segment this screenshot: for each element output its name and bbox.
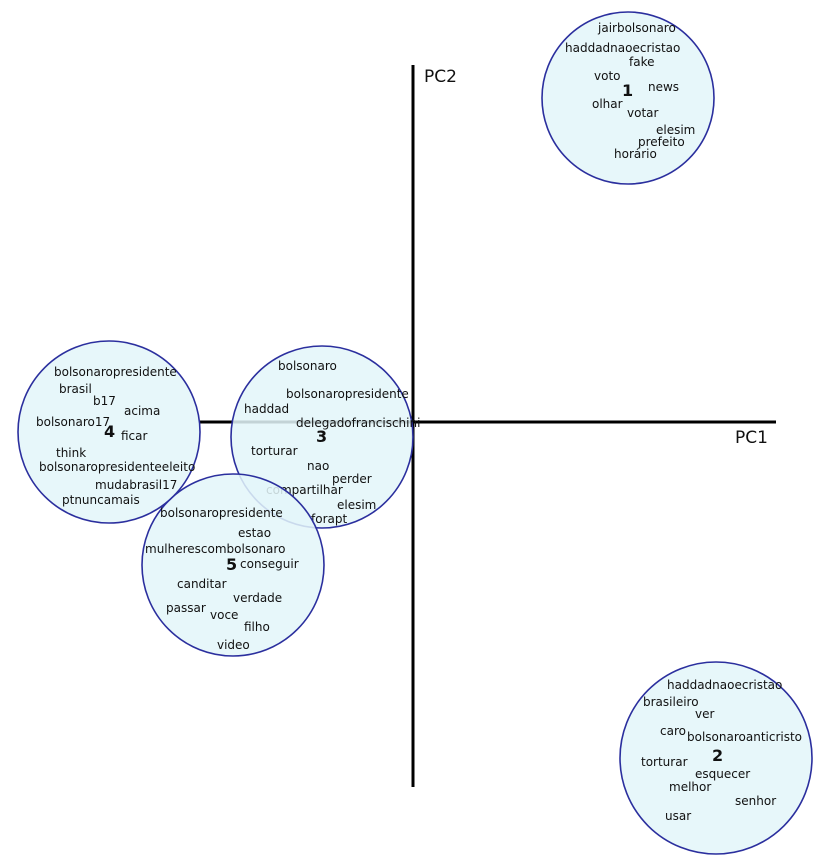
- cluster-3-word: torturar: [251, 444, 298, 458]
- cluster-4-word: ptnuncamais: [62, 493, 140, 507]
- cluster-5-word: canditar: [177, 577, 227, 591]
- cluster-1: jairbolsonaro haddadnaoecristao fake vot…: [541, 11, 715, 185]
- cluster-2-word: esquecer: [695, 767, 750, 781]
- cluster-3-word: forapt: [311, 512, 347, 526]
- cluster-3-word: perder: [332, 472, 372, 486]
- cluster-1-word: votar: [627, 106, 659, 120]
- cluster-4-word: bolsonaropresidenteeleito: [39, 460, 195, 474]
- cluster-1-word: prefeito: [638, 135, 685, 149]
- cluster-5: bolsonaropresidente estao mulherescombol…: [141, 473, 325, 657]
- cluster-3-word: elesim: [337, 498, 376, 512]
- cluster-1-word: horário: [614, 147, 657, 161]
- cluster-2-word: brasileiro: [643, 695, 699, 709]
- cluster-1-word: haddadnaoecristao: [565, 41, 680, 55]
- cluster-2-number: 2: [712, 746, 723, 765]
- cluster-3-word: delegadofrancischini: [296, 416, 420, 430]
- cluster-3-word: bolsonaropresidente: [286, 387, 409, 401]
- cluster-4-word: ficar: [121, 429, 148, 443]
- cluster-1-number: 1: [622, 81, 633, 100]
- cluster-4: bolsonaropresidente brasil b17 acima bol…: [17, 340, 201, 524]
- cluster-5-word: passar: [166, 601, 206, 615]
- cluster-3-number: 3: [316, 427, 327, 446]
- cluster-3-word: bolsonaro: [278, 359, 337, 373]
- cluster-4-word: bolsonaro17: [36, 415, 110, 429]
- cluster-5-word: conseguir: [240, 557, 299, 571]
- cluster-5-word: bolsonaropresidente: [160, 506, 283, 520]
- cluster-3-word: haddad: [244, 402, 289, 416]
- cluster-2-word: bolsonaroanticristo: [687, 730, 802, 744]
- cluster-2-word: melhor: [669, 780, 711, 794]
- cluster-1-word: elesim: [656, 123, 695, 137]
- cluster-5-word: estao: [238, 526, 271, 540]
- cluster-1-circle: [541, 11, 715, 185]
- cluster-1-word: voto: [594, 69, 621, 83]
- cluster-3: bolsonaro bolsonaropresidente haddad del…: [230, 345, 420, 529]
- cluster-5-word: filho: [244, 620, 270, 634]
- pc1-axis-label: PC1: [735, 428, 768, 448]
- cluster-4-word: think: [56, 446, 86, 460]
- cluster-2-word: torturar: [641, 755, 688, 769]
- pc2-axis-label: PC2: [424, 67, 457, 87]
- cluster-5-word: voce: [210, 608, 238, 622]
- cluster-4-word: mudabrasil17: [95, 478, 177, 492]
- cluster-1-word: jairbolsonaro: [597, 21, 676, 35]
- cluster-2-word: usar: [665, 809, 691, 823]
- cluster-1-word: news: [648, 80, 679, 94]
- cluster-2-circle: [619, 661, 813, 855]
- cluster-4-word: acima: [124, 404, 160, 418]
- cluster-4-word: brasil: [59, 382, 92, 396]
- cluster-1-word: fake: [629, 55, 654, 69]
- cluster-3-circle: [230, 345, 414, 529]
- cluster-2-word: ver: [695, 707, 714, 721]
- cluster-5-word: verdade: [233, 591, 282, 605]
- cluster-2: haddadnaoecristao brasileiro ver caro bo…: [619, 661, 813, 855]
- cluster-4-number: 4: [104, 422, 115, 441]
- cluster-5-circle: [141, 473, 325, 657]
- cluster-5-word: video: [217, 638, 250, 652]
- cluster-4-circle: [17, 340, 201, 524]
- cluster-4-word: b17: [93, 394, 116, 408]
- cluster-3-word: nao: [307, 459, 329, 473]
- cluster-1-word: olhar: [592, 97, 623, 111]
- cluster-2-word: senhor: [735, 794, 776, 808]
- cluster-4-word: bolsonaropresidente: [54, 365, 177, 379]
- cluster-5-word: mulherescombolsonaro: [145, 542, 285, 556]
- cluster-5-number: 5: [226, 555, 237, 574]
- cluster-2-word: haddadnaoecristao: [667, 678, 782, 692]
- cluster-2-word: caro: [660, 724, 686, 738]
